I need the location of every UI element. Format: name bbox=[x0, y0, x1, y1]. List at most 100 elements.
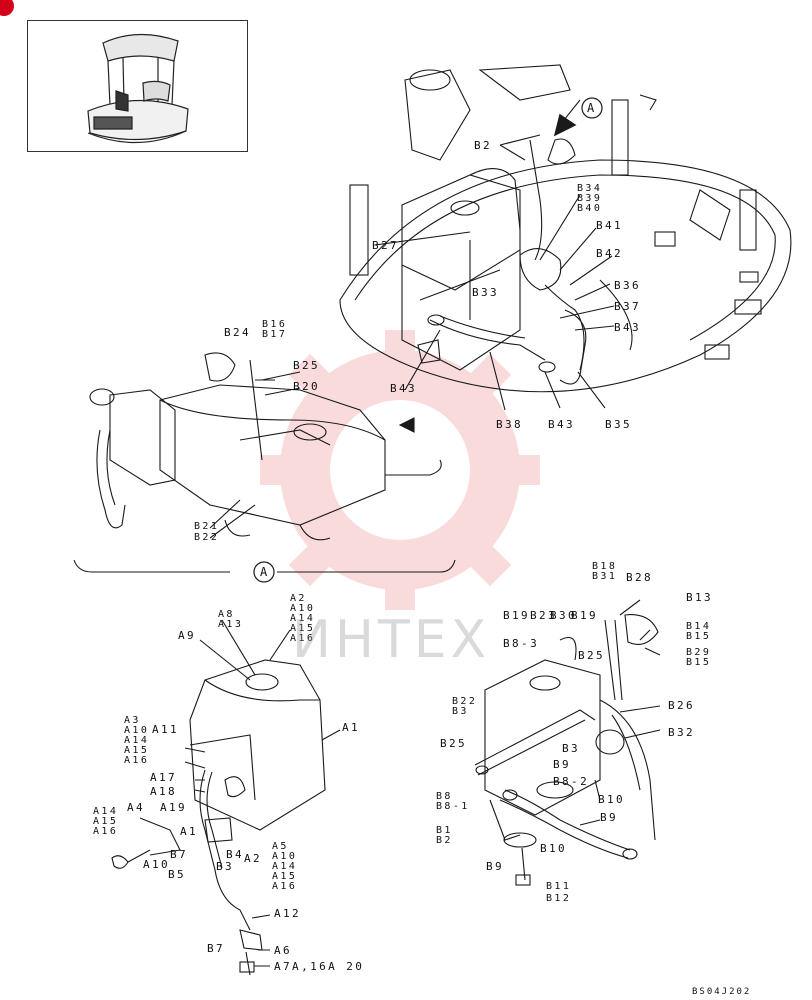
label-a18: A18 bbox=[150, 785, 178, 798]
hose-assembly-drawing bbox=[474, 599, 661, 886]
label-b26: B26 bbox=[668, 699, 696, 712]
label-b35: B35 bbox=[605, 418, 633, 431]
label-a17: A17 bbox=[150, 771, 178, 784]
label-b25-mid: B25 bbox=[293, 359, 321, 372]
label-a11: A11 bbox=[152, 723, 180, 736]
label-a9: A9 bbox=[178, 629, 197, 642]
label-b25-r1: B25 bbox=[578, 649, 606, 662]
label-b13: B13 bbox=[686, 591, 714, 604]
label-a10-b: A10 bbox=[143, 858, 171, 871]
label-a19: A19 bbox=[160, 801, 188, 814]
label-b42: B42 bbox=[596, 247, 624, 260]
label-b4-l: B4 bbox=[226, 848, 245, 861]
label-b37: B37 bbox=[614, 300, 642, 313]
label-a7-sub-6: 6 bbox=[319, 960, 329, 973]
label-a10-l: A10 bbox=[124, 725, 150, 736]
label-b23: B23 bbox=[530, 609, 558, 622]
label-a14-c: A14 bbox=[272, 861, 298, 872]
label-b39: B39 bbox=[577, 193, 603, 204]
label-b10-a: B10 bbox=[598, 793, 626, 806]
label-a12: A12 bbox=[274, 907, 302, 920]
fuel-tank-drawing bbox=[111, 619, 341, 976]
label-a4: A4 bbox=[127, 801, 146, 814]
label-b18: B18 bbox=[592, 561, 618, 572]
label-b25-r2: B25 bbox=[440, 737, 468, 750]
watermark-text: ИНТЕХ bbox=[292, 610, 491, 670]
view-a-drawing bbox=[73, 352, 456, 573]
label-b7-b: B7 bbox=[207, 942, 226, 955]
excavator-thumbnail bbox=[87, 33, 189, 144]
label-b34: B34 bbox=[577, 183, 603, 194]
label-a15-b: A15 bbox=[93, 816, 119, 827]
label-b22: B22 bbox=[194, 532, 220, 543]
label-a10-c: A10 bbox=[272, 851, 298, 862]
label-b9-a: B9 bbox=[553, 758, 572, 771]
upper-frame-drawing bbox=[339, 64, 792, 411]
label-b43-c: B43 bbox=[548, 418, 576, 431]
label-a7-sub-a2: A bbox=[328, 960, 338, 973]
label-b16: B16 bbox=[262, 319, 288, 330]
label-b31: B31 bbox=[592, 571, 618, 582]
view-marker-top: A bbox=[587, 101, 597, 115]
label-b10-b: B10 bbox=[540, 842, 568, 855]
label-a2-b: A2 bbox=[244, 852, 263, 865]
label-b19-b: B19 bbox=[571, 609, 599, 622]
machine-location-inset bbox=[27, 20, 248, 152]
watermark-gear-icon bbox=[260, 330, 540, 610]
label-a13: A13 bbox=[218, 619, 244, 630]
label-a7-sub-a: A bbox=[292, 960, 302, 973]
label-b32: B32 bbox=[668, 726, 696, 739]
label-b15-b: B15 bbox=[686, 657, 712, 668]
label-b28: B28 bbox=[626, 571, 654, 584]
label-b40: B40 bbox=[577, 203, 603, 214]
label-b14: B14 bbox=[686, 621, 712, 632]
label-b30: B30 bbox=[550, 609, 578, 622]
label-b41: B41 bbox=[596, 219, 624, 232]
label-b8-2: B8-2 bbox=[553, 775, 590, 788]
label-a16-top: A16 bbox=[290, 633, 316, 644]
label-b8-3: B8-3 bbox=[503, 637, 540, 650]
page-corner-badge bbox=[0, 0, 14, 16]
label-a1-main: A1 bbox=[342, 721, 361, 734]
label-b3-r2: B3 bbox=[562, 742, 581, 755]
view-marker-bracket: A bbox=[260, 565, 270, 579]
label-a15-top: A15 bbox=[290, 623, 316, 634]
label-b22-r: B22 bbox=[452, 696, 478, 707]
label-b7-a: B7 bbox=[170, 848, 189, 861]
label-b1: B1 bbox=[436, 825, 453, 836]
label-a6: A6 bbox=[274, 944, 293, 957]
label-b3-r1: B3 bbox=[452, 706, 469, 717]
label-a1-b: A1 bbox=[180, 825, 199, 838]
label-b29: B29 bbox=[686, 647, 712, 658]
label-b20: B20 bbox=[293, 380, 321, 393]
drawing-code: BS04J202 bbox=[692, 987, 752, 997]
label-b38: B38 bbox=[496, 418, 524, 431]
label-b2: B2 bbox=[474, 139, 493, 152]
label-b3-l: B3 bbox=[216, 860, 235, 873]
label-b43-b: B43 bbox=[390, 382, 418, 395]
label-b17: B17 bbox=[262, 329, 288, 340]
label-b12: B12 bbox=[546, 893, 572, 904]
label-a2-top: A2 bbox=[290, 593, 307, 604]
label-b33: B33 bbox=[472, 286, 500, 299]
label-a15-c: A15 bbox=[272, 871, 298, 882]
label-b8-1: B8-1 bbox=[436, 801, 470, 812]
label-a8: A8 bbox=[218, 609, 235, 620]
label-b5: B5 bbox=[168, 868, 187, 881]
label-a7-group: A7A,16A 20 bbox=[274, 960, 365, 973]
label-a14-b: A14 bbox=[93, 806, 119, 817]
label-b21: B21 bbox=[194, 521, 220, 532]
label-b11: B11 bbox=[546, 881, 572, 892]
label-b43-a: B43 bbox=[614, 321, 642, 334]
label-b27: B27 bbox=[372, 239, 400, 252]
label-a15-l: A15 bbox=[124, 745, 150, 756]
label-b24: B24 bbox=[224, 326, 252, 339]
label-b8: B8 bbox=[436, 791, 453, 802]
label-a5: A5 bbox=[272, 841, 289, 852]
label-a16-c: A16 bbox=[272, 881, 298, 892]
label-a7: A7 bbox=[274, 960, 293, 973]
label-a10-top: A10 bbox=[290, 603, 316, 614]
label-b19-a: B19 bbox=[503, 609, 531, 622]
